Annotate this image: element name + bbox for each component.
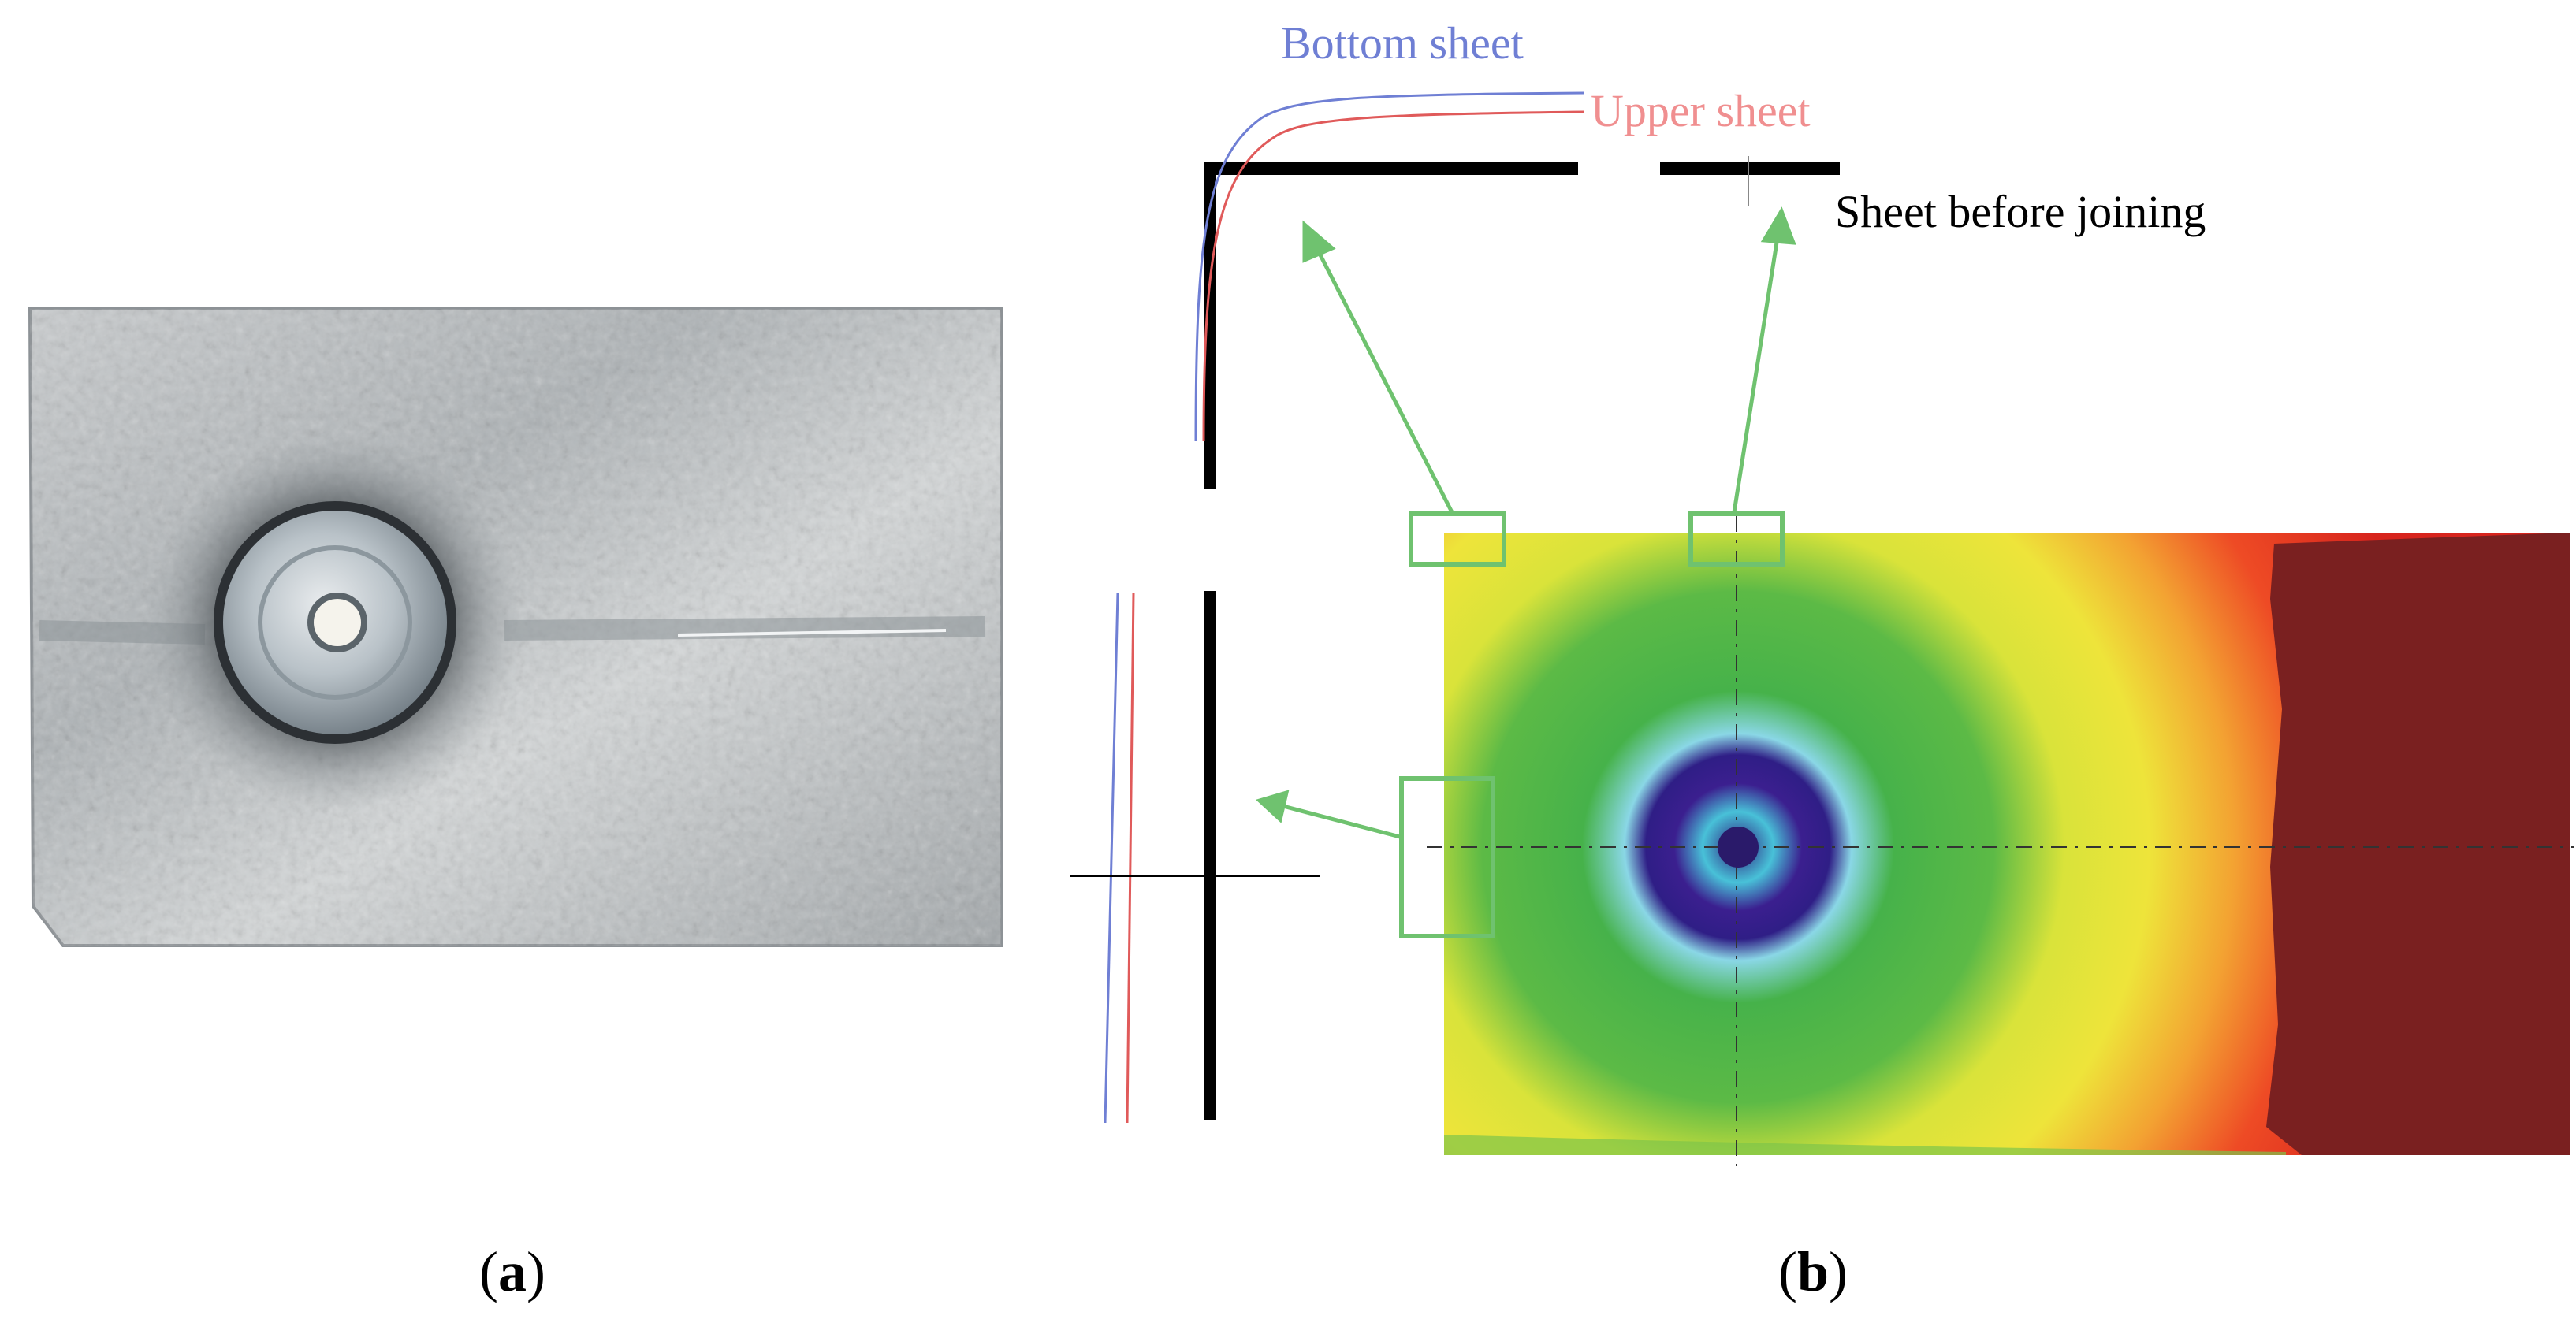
- caption-b: (b): [1778, 1240, 1848, 1303]
- upper-sheet-profile-left: [1126, 592, 1135, 1124]
- panel-b: Bottom sheet Upper sheet Sheet before jo…: [1056, 0, 2576, 1261]
- deformation-figure: [1070, 91, 2574, 1166]
- callout-box-left: [1399, 776, 1495, 938]
- panel-a: [0, 0, 1025, 1323]
- upper-sheet-profile: [1202, 110, 1585, 442]
- callout-box-corner: [1409, 511, 1506, 567]
- callout-box-top: [1688, 511, 1785, 567]
- label-bottom-sheet: Bottom sheet: [1281, 17, 1524, 69]
- caption-a: (a): [479, 1240, 545, 1303]
- contour-far-region: [2266, 533, 2570, 1155]
- label-sheet-before-joining: Sheet before joining: [1835, 186, 2206, 237]
- riveted-sheet-photo: [28, 307, 1003, 947]
- rivet-hole: [307, 593, 367, 652]
- bottom-sheet-profile: [1194, 91, 1585, 442]
- bottom-sheet-profile-left: [1104, 592, 1119, 1124]
- caption-a-letter: a: [498, 1240, 527, 1303]
- label-upper-sheet: Upper sheet: [1591, 85, 1811, 136]
- caption-b-letter: b: [1796, 1240, 1830, 1303]
- sheet-before-joining-profile: [1204, 162, 1840, 1120]
- callout-arrows: [1256, 206, 1796, 839]
